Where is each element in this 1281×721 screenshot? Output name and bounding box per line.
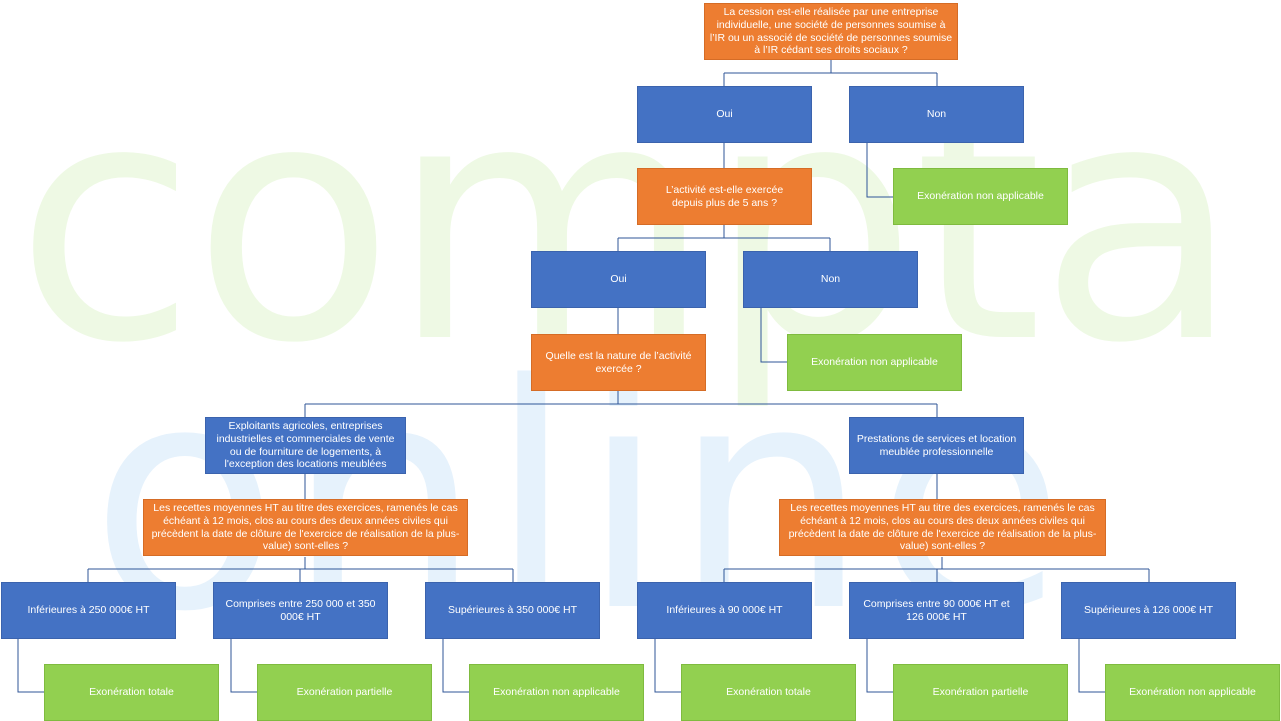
result-non-applicable-left: Exonération non applicable (469, 664, 644, 721)
result-total-right: Exonération totale (681, 664, 856, 721)
edge-q4right-thresholds (723, 557, 1150, 582)
question-activity-nature: Quelle est la nature de l’activité exerc… (531, 334, 706, 391)
question-revenue-left: Les recettes moyennes HT au titre des ex… (143, 499, 468, 556)
threshold-below-90000: Inférieures à 90 000€ HT (637, 582, 812, 639)
answer-non-duration: Non (743, 251, 918, 308)
category-services-furnished-rental: Prestations de services et location meub… (849, 417, 1024, 474)
question-activity-duration: L’activité est-elle exercée depuis plus … (637, 168, 812, 225)
question-cession-type: La cession est-elle réalisée par une ent… (704, 3, 958, 60)
category-agricultural-commercial: Exploitants agricoles, entreprises indus… (205, 417, 406, 474)
threshold-between-250000-350000: Comprises entre 250 000 et 350 000€ HT (213, 582, 388, 639)
edge-r1-result (654, 638, 681, 693)
answer-non-cession: Non (849, 86, 1024, 143)
result-partial-right: Exonération partielle (893, 664, 1068, 721)
threshold-above-350000: Supérieures à 350 000€ HT (425, 582, 600, 639)
edge-non1-result (866, 143, 893, 198)
edge-l1-result (17, 638, 44, 693)
result-partial-left: Exonération partielle (257, 664, 432, 721)
answer-oui-duration: Oui (531, 251, 706, 308)
question-revenue-right: Les recettes moyennes HT au titre des ex… (779, 499, 1106, 556)
threshold-below-250000: Inférieures à 250 000€ HT (1, 582, 176, 639)
edge-q4left-thresholds (87, 557, 514, 582)
result-non-applicable-duration: Exonération non applicable (787, 334, 962, 391)
result-non-applicable-cession: Exonération non applicable (893, 168, 1068, 225)
edge-q1-options (723, 60, 938, 86)
edge-l3-result (442, 638, 469, 693)
edge-r2-result (866, 638, 893, 693)
edge-r3-result (1078, 638, 1105, 693)
edge-l2-result (230, 638, 257, 693)
threshold-between-90000-126000: Comprises entre 90 000€ HT et 126 000€ H… (849, 582, 1024, 639)
edge-non2-result (760, 308, 787, 363)
result-non-applicable-right: Exonération non applicable (1105, 664, 1280, 721)
edge-q2-options (617, 225, 831, 251)
threshold-above-126000: Supérieures à 126 000€ HT (1061, 582, 1236, 639)
edge-q3-categories (304, 390, 938, 417)
result-total-left: Exonération totale (44, 664, 219, 721)
answer-oui-cession: Oui (637, 86, 812, 143)
